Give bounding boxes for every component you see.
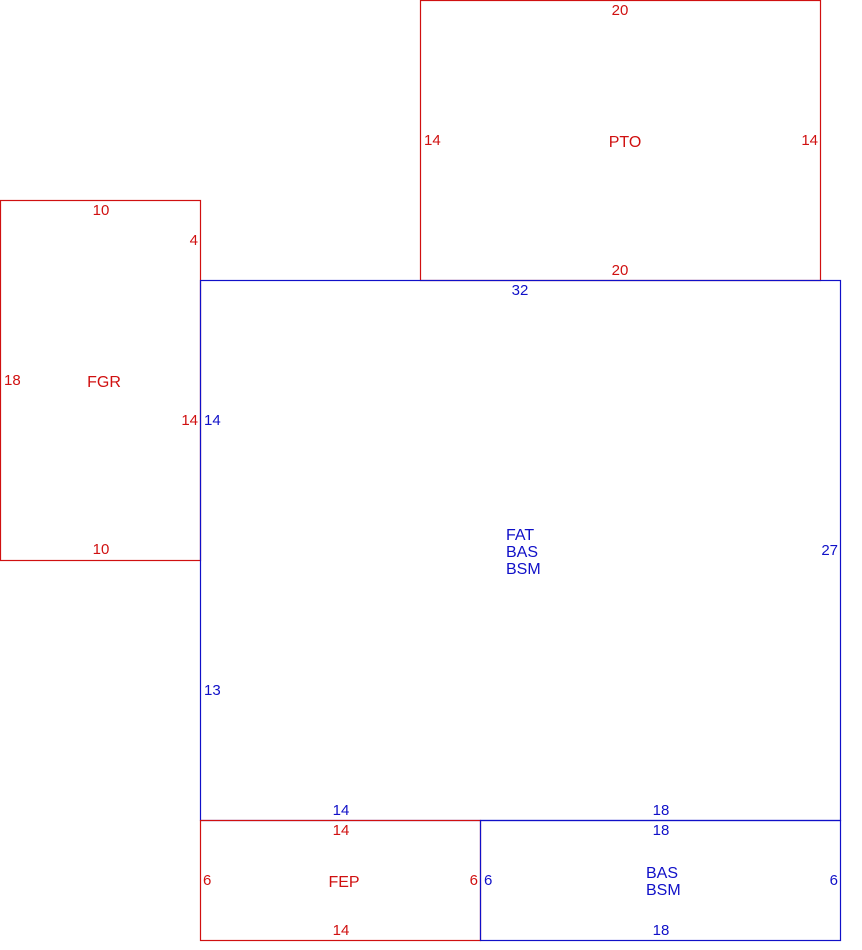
bas-right-dimension: 6 [830, 872, 838, 889]
pto-area: 20 20 14 14 PTO [419, 0, 822, 282]
bas-bottom-dimension: 18 [653, 922, 670, 939]
main-left-upper-dimension: 14 [204, 412, 221, 429]
bas-code-2: BSM [646, 882, 681, 899]
main-right-dimension: 27 [821, 542, 838, 559]
pto-top-dimension: 20 [612, 2, 629, 19]
bas-code-1: BAS [646, 865, 678, 882]
main-left-lower-dimension: 13 [204, 682, 221, 699]
bas-top-dimension: 18 [653, 822, 670, 839]
fep-top-dimension: 14 [333, 822, 350, 839]
fgr-right-lower-dimension: 14 [181, 412, 198, 429]
main-bottom-left-dimension: 14 [333, 802, 350, 819]
fgr-area: 10 10 18 4 14 FGR [0, 199, 202, 562]
fgr-left-dimension: 18 [4, 372, 21, 389]
bas-outline [479, 819, 842, 942]
fep-area: 14 14 6 6 FEP [199, 819, 482, 942]
bas-area: 18 18 6 6 BAS BSM [479, 819, 842, 942]
main-bottom-right-dimension: 18 [653, 802, 670, 819]
main-area: 32 14 13 27 14 18 FAT BAS BSM [199, 279, 842, 822]
bas-left-dimension: 6 [484, 872, 492, 889]
main-code-2: BAS [506, 544, 538, 561]
fep-right-dimension: 6 [470, 872, 478, 889]
fgr-right-upper-dimension: 4 [190, 232, 198, 249]
pto-right-dimension: 14 [801, 132, 818, 149]
main-top-dimension: 32 [512, 282, 529, 299]
fep-left-dimension: 6 [203, 872, 211, 889]
main-code-3: BSM [506, 561, 541, 578]
main-code-1: FAT [506, 527, 534, 544]
pto-code: PTO [609, 134, 642, 151]
pto-bottom-dimension: 20 [612, 262, 629, 279]
pto-left-dimension: 14 [424, 132, 441, 149]
fep-code: FEP [328, 874, 359, 891]
fep-bottom-dimension: 14 [333, 922, 350, 939]
fgr-bottom-dimension: 10 [93, 541, 110, 558]
fgr-top-dimension: 10 [93, 202, 110, 219]
fgr-code: FGR [87, 374, 121, 391]
